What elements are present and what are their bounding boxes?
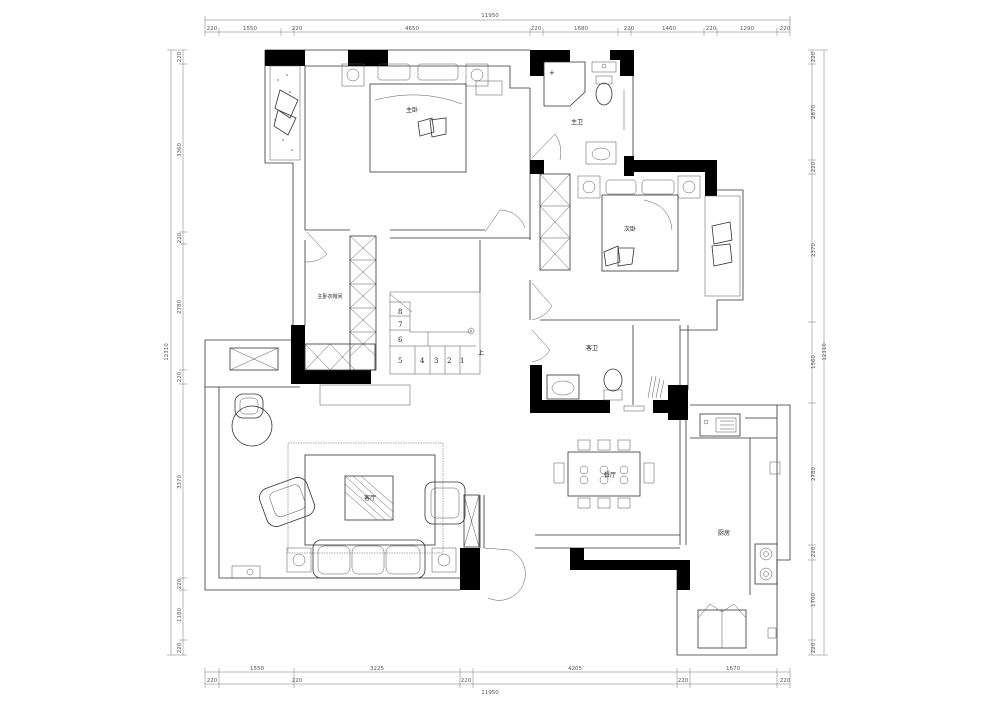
bottom-small-3: 220	[678, 678, 689, 684]
top-dimensions: 11950 220 1550 220 4650 220 1680 220 146…	[204, 13, 791, 36]
right-dim-3: 2370	[811, 243, 817, 257]
left-dimensions: 12310 220 3360 220 2780 220 3370 220 118…	[164, 49, 187, 656]
right-dim-1: 2870	[811, 105, 817, 119]
right-dim-4: 1560	[811, 355, 817, 369]
master-bedroom: 主卧	[269, 63, 503, 173]
living-room-label: 客厅	[364, 494, 376, 502]
second-bedroom: 次卧	[531, 173, 741, 321]
stair-marker-label: A	[470, 329, 473, 334]
left-dim-4: 220	[177, 371, 183, 382]
stair-step-4: 4	[420, 357, 425, 365]
master-bath-label: 主卫	[571, 118, 583, 126]
structural-walls	[265, 50, 717, 590]
left-dim-3: 2780	[177, 300, 183, 314]
master-bath: + 主卫	[531, 61, 625, 165]
bottom-dim-1: 3225	[370, 666, 384, 672]
left-dim-6: 220	[177, 578, 183, 589]
left-dim-2: 220	[177, 232, 183, 243]
right-dim-8: 220	[811, 642, 817, 653]
stair-step-5: 5	[398, 357, 402, 365]
top-dim-2: 220	[292, 26, 303, 32]
stair-up-label: 上	[478, 349, 484, 357]
right-dim-7: 1700	[811, 593, 817, 607]
right-dim-0: 220	[811, 51, 817, 62]
stair-step-7: 7	[398, 321, 402, 329]
stair-step-8: 8	[398, 308, 402, 316]
left-dim-0: 220	[177, 51, 183, 62]
bottom-small-1: 220	[292, 678, 303, 684]
left-dim-7: 1180	[177, 608, 183, 622]
staircase: 8 7 6 5 4 3 2 1 上 A	[389, 293, 484, 374]
top-dim-8: 220	[706, 26, 717, 32]
bottom-small-0: 220	[207, 678, 218, 684]
left-dim-5: 3370	[177, 475, 183, 489]
kitchen: 厨房	[697, 413, 781, 649]
bottom-dim-2: 4205	[568, 666, 582, 672]
top-dim-3: 4650	[405, 26, 419, 32]
bottom-small-4: 220	[780, 678, 791, 684]
cloakroom-label: 主卧衣帽间	[317, 293, 342, 300]
right-dim-2: 220	[811, 161, 817, 172]
top-dim-0: 220	[207, 26, 218, 32]
stair-marker-icon	[467, 327, 475, 335]
top-total-dim: 11950	[481, 13, 499, 19]
top-dim-7: 1460	[662, 26, 676, 32]
dining-room-label: 餐厅	[604, 471, 616, 479]
stair-step-3: 3	[434, 357, 438, 365]
guest-bath: 客卫	[531, 329, 665, 412]
right-dim-5: 2780	[811, 467, 817, 481]
stair-step-1: 1	[460, 357, 464, 365]
dining-room: 餐厅	[553, 439, 655, 509]
top-dim-4: 220	[531, 26, 542, 32]
top-dim-9: 1290	[740, 26, 754, 32]
cloakroom: 主卧衣帽间	[304, 209, 526, 371]
top-dim-5: 1680	[574, 26, 588, 32]
living-room: 客厅	[229, 347, 526, 601]
bottom-dim-3: 1670	[726, 666, 740, 672]
shower-head-icon: +	[549, 69, 555, 77]
top-dim-10: 220	[780, 26, 791, 32]
floor-lamp-icon	[246, 568, 254, 576]
wall-outlines	[204, 49, 791, 656]
left-dim-8: 220	[177, 642, 183, 653]
second-bedroom-label: 次卧	[624, 225, 636, 233]
right-dim-6: 220	[811, 546, 817, 557]
kitchen-label: 厨房	[718, 529, 730, 537]
top-dim-6: 220	[624, 26, 635, 32]
top-dim-1: 1550	[243, 26, 257, 32]
bottom-total-dim: 11950	[481, 690, 499, 696]
stair-step-2: 2	[447, 357, 451, 365]
right-total-dim: 12310	[822, 343, 828, 361]
right-dimensions: 12310 220 2870 220 2370 1560 2780 220 17…	[808, 49, 828, 656]
bottom-small-2: 220	[461, 678, 472, 684]
bottom-dimensions: 1550 3225 4205 1670 220 220 220 220 220 …	[204, 666, 791, 696]
guest-bath-label: 客卫	[586, 344, 598, 352]
left-dim-1: 3360	[177, 143, 183, 157]
master-bedroom-label: 主卧	[406, 106, 418, 114]
bottom-dim-0: 1550	[250, 666, 264, 672]
stair-step-6: 6	[398, 336, 403, 344]
left-total-dim: 12310	[164, 343, 170, 361]
